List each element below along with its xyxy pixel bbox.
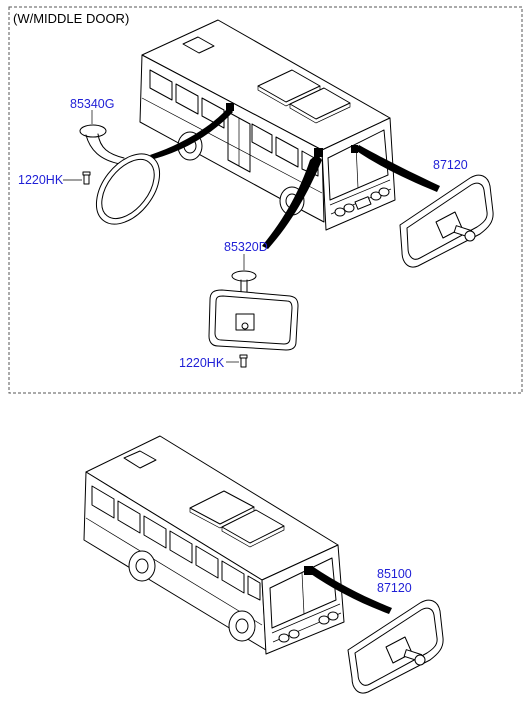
mirror-87120-upper xyxy=(399,174,494,268)
leader-85320D xyxy=(262,154,322,249)
leader-85340G xyxy=(150,107,233,159)
leader-87120-upper xyxy=(355,145,440,192)
mirror-85100 xyxy=(347,599,444,694)
mirror-85340G xyxy=(79,124,161,225)
bus-without-middle-door xyxy=(83,435,345,655)
upper-panel-title: (W/MIDDLE DOOR) xyxy=(13,11,129,26)
bus-with-middle-door xyxy=(139,19,396,231)
callout-85100: 85100 xyxy=(377,567,412,581)
callout-1220HK-bottom: 1220HK xyxy=(179,356,225,370)
lower-panel: 85100 87120 xyxy=(83,435,444,694)
bolt-1220HK-bottom xyxy=(239,354,248,368)
upper-panel-frame xyxy=(8,6,523,394)
bolt-1220HK-left xyxy=(82,171,91,185)
callout-1220HK-left: 1220HK xyxy=(18,173,64,187)
leader-85100 xyxy=(308,566,392,614)
callout-85340G: 85340G xyxy=(70,97,114,111)
mirror-85320D xyxy=(208,270,299,351)
callout-87120-lower: 87120 xyxy=(377,581,412,595)
callout-87120-upper: 87120 xyxy=(433,158,468,172)
callout-85320D: 85320D xyxy=(224,240,268,254)
upper-panel: (W/MIDDLE DOOR) xyxy=(8,6,523,394)
